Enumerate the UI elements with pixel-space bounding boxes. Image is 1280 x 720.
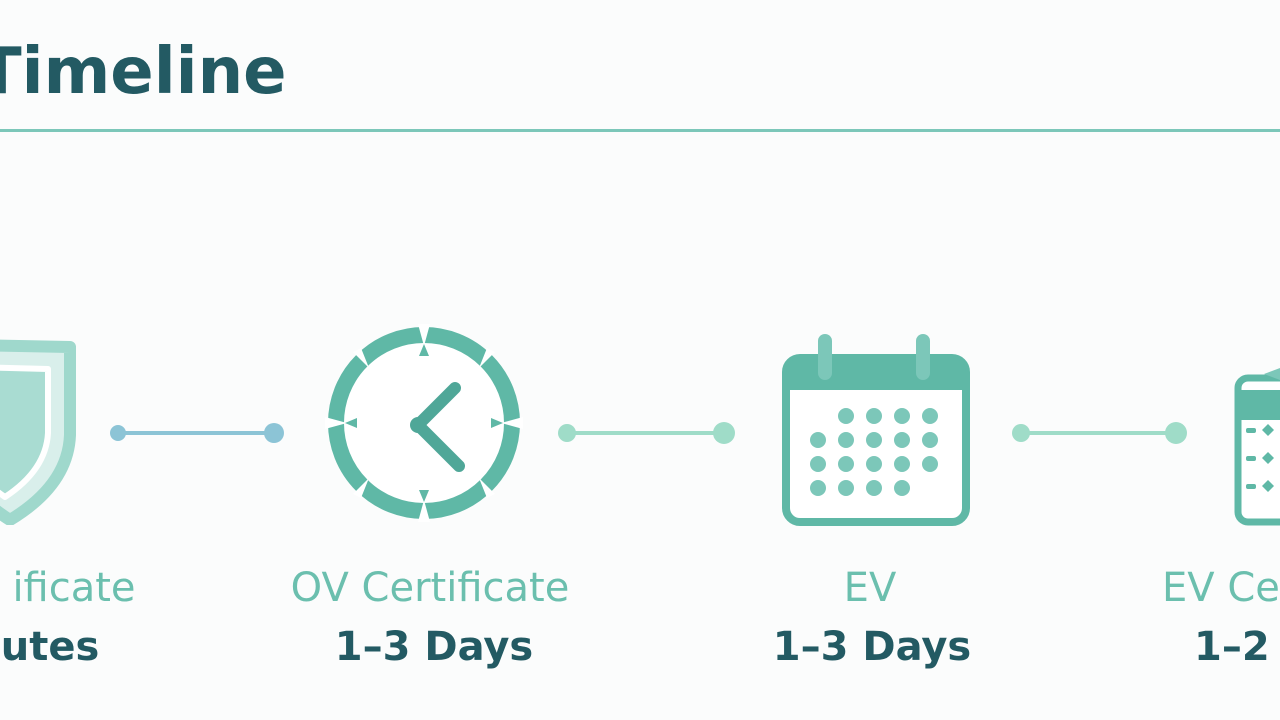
clock-icon <box>323 322 525 524</box>
title-divider <box>0 129 1280 132</box>
step-name: EV Ce <box>1162 568 1280 608</box>
page-title: Timeline <box>0 35 287 109</box>
connector-line <box>108 422 288 444</box>
step-duration: utes <box>0 624 100 670</box>
calendar-icon <box>1234 368 1280 526</box>
connector-line <box>556 422 740 444</box>
step-duration: 1–2 <box>1194 627 1270 667</box>
step-duration: 1–3 Days <box>772 624 972 670</box>
shield-icon <box>0 325 80 525</box>
calendar-icon <box>782 330 970 528</box>
step-duration: 1–3 Days <box>334 624 534 670</box>
step-name: OV Certificate <box>290 565 570 611</box>
connector-line <box>1010 422 1190 444</box>
step-name: EV <box>843 565 897 611</box>
step-name: ificate <box>12 565 136 611</box>
